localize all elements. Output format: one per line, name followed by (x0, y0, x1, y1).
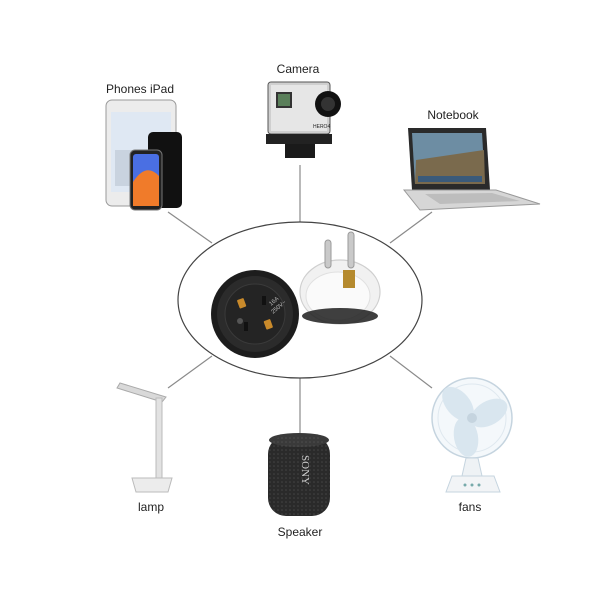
connector-phones (167, 211, 213, 244)
notebook-icon (402, 128, 541, 211)
camera-brand: HERO4 (313, 124, 330, 130)
connector-lamp (167, 355, 213, 389)
adapter-icon: 16A 250V~ (211, 270, 299, 358)
label-camera: Camera (276, 62, 320, 76)
adapter-rating-amp: 16A (268, 296, 280, 307)
phones-icon (105, 99, 182, 211)
label-lamp: lamp (137, 500, 165, 514)
lamp-icon (116, 382, 173, 493)
label-fans: fans (458, 500, 482, 514)
label-notebook: Notebook (427, 108, 479, 122)
connector-notebook (389, 211, 433, 244)
speaker-icon: SONY (268, 433, 330, 516)
plug-icon (299, 231, 381, 325)
label-phones: Phones iPad (105, 82, 175, 96)
label-speaker: Speaker (277, 525, 323, 539)
speaker-brand: SONY (299, 455, 311, 485)
camera-icon: HERO4 (266, 81, 341, 158)
connector-fans (389, 355, 433, 389)
connector-lines (167, 165, 433, 435)
fan-icon (431, 377, 513, 493)
